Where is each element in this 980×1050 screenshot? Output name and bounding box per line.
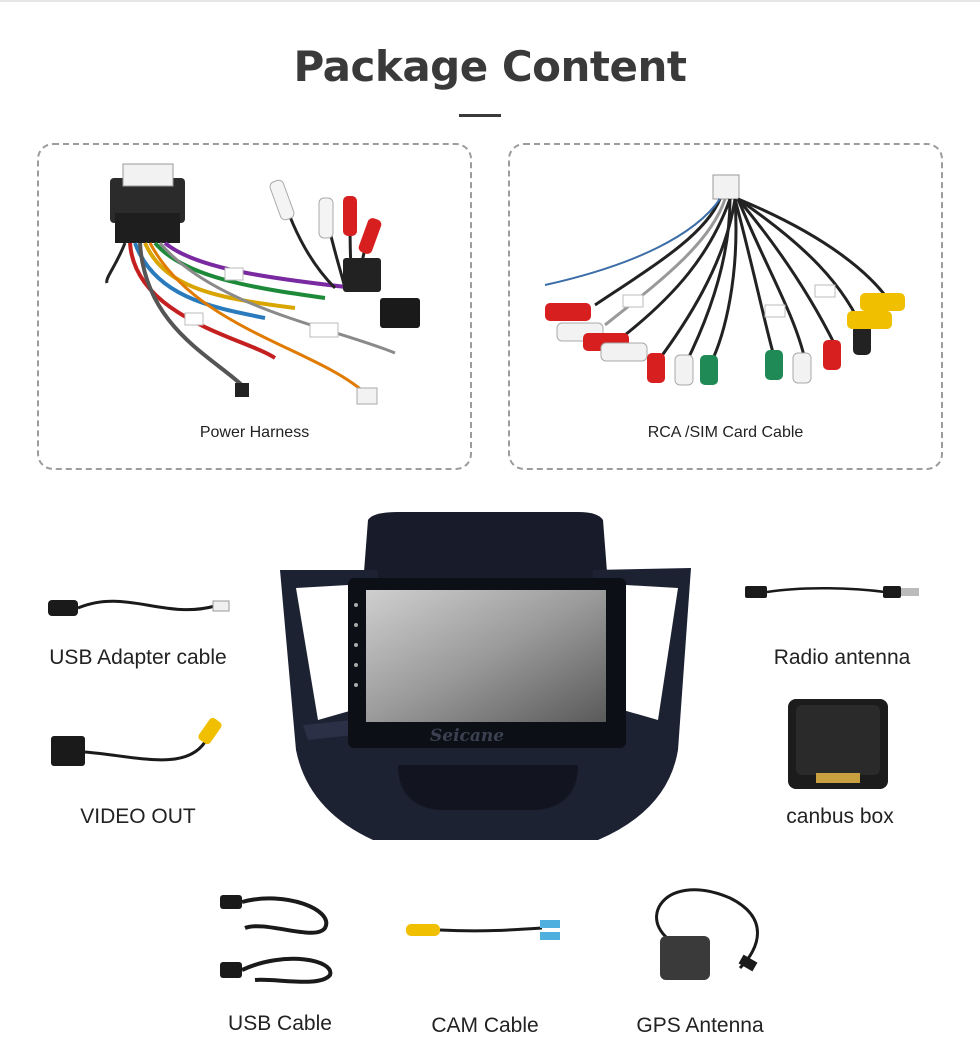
usb-adapter-cable-label: USB Adapter cable xyxy=(49,646,227,669)
rca-cable-card xyxy=(508,143,943,470)
radio-antenna-label: Radio antenna xyxy=(773,646,911,669)
canbus-box-label: canbus box xyxy=(786,805,894,828)
cam-cable-label: CAM Cable xyxy=(431,1014,539,1037)
power-harness-label: Power Harness xyxy=(199,424,310,441)
rca-cable-icon xyxy=(544,174,905,386)
head-unit-icon xyxy=(280,512,691,840)
gps-antenna-label: GPS Antenna xyxy=(636,1014,764,1037)
radio-antenna-icon xyxy=(745,586,919,598)
head-unit-brand: Seicane xyxy=(430,726,505,746)
top-divider xyxy=(0,0,980,2)
rca-cable-label: RCA /SIM Card Cable xyxy=(647,424,804,441)
video-out-label: VIDEO OUT xyxy=(80,805,196,828)
cam-cable-icon xyxy=(406,920,560,940)
canbus-box-icon xyxy=(788,699,888,789)
video-out-cable-icon xyxy=(51,717,222,766)
power-harness-card xyxy=(37,143,472,470)
usb-cable-label: USB Cable xyxy=(228,1012,332,1035)
usb-cable-icon xyxy=(220,895,333,984)
page-title: Package Content xyxy=(293,42,687,91)
power-harness-icon xyxy=(105,163,420,405)
gps-antenna-icon xyxy=(655,888,759,980)
usb-adapter-cable-icon xyxy=(48,599,230,616)
title-underline xyxy=(459,114,501,117)
